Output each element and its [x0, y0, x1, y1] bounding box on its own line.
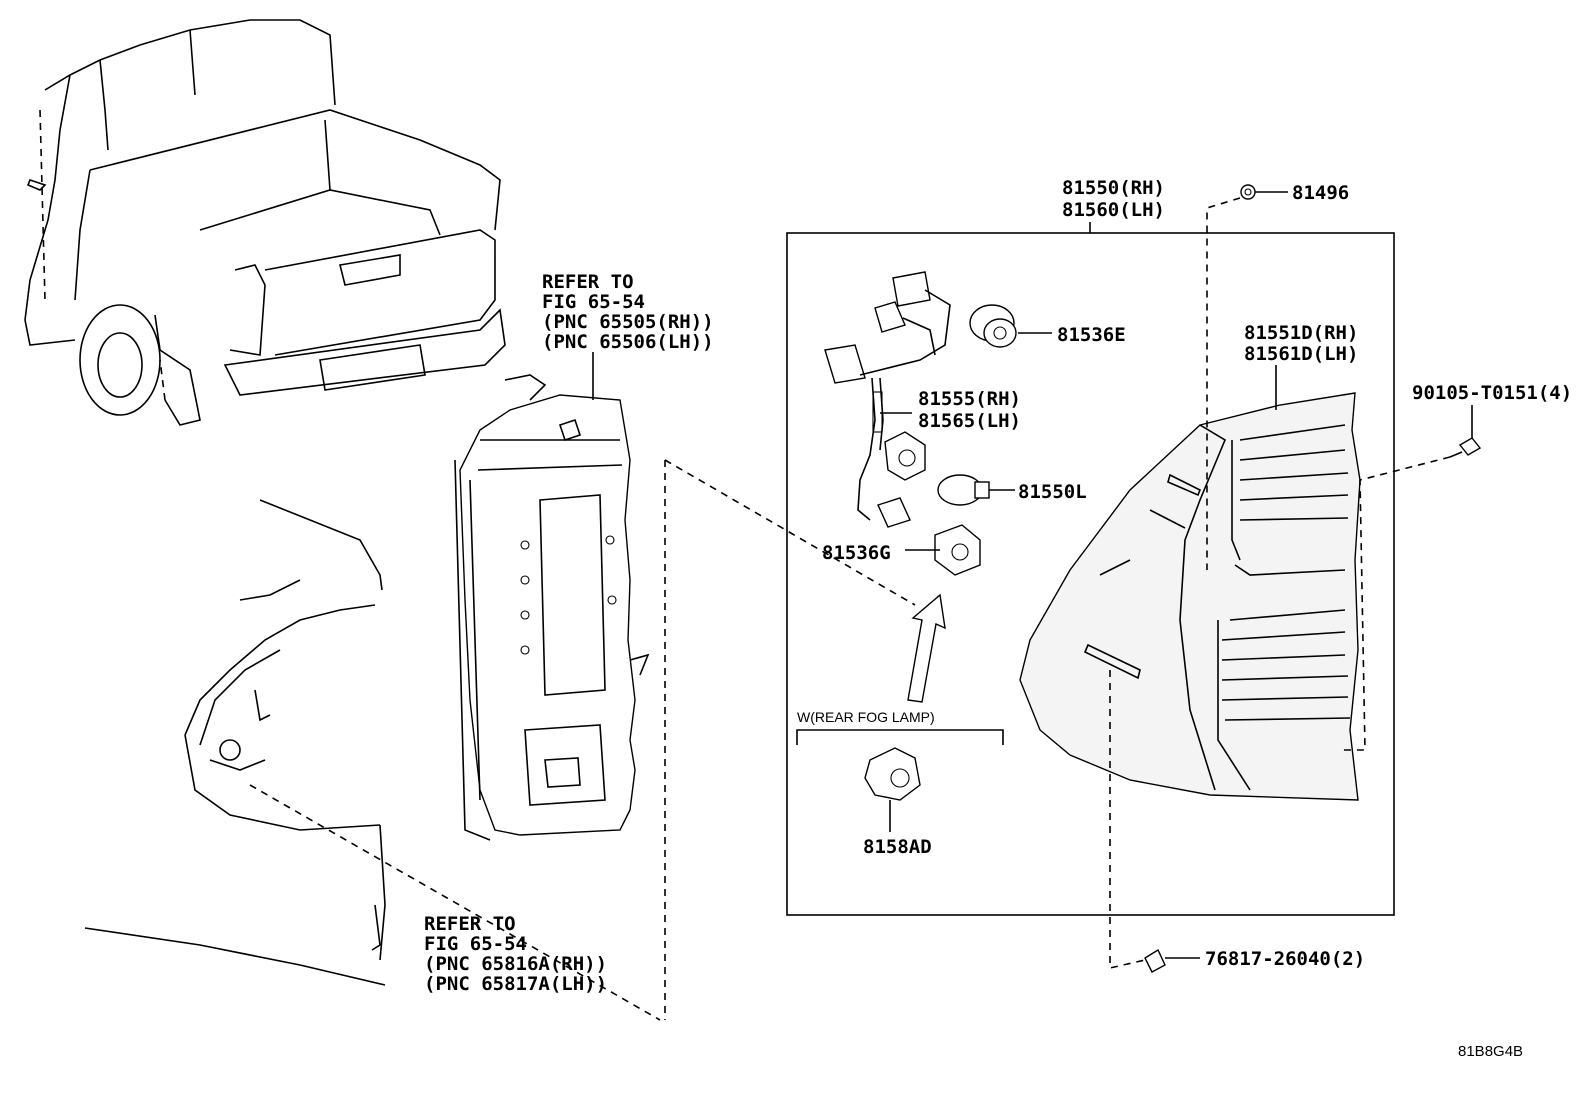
quarter-panel-illustration [84, 499, 661, 1021]
screw-illustration [1449, 437, 1482, 458]
refer-lower-line2: FIG 65-54 [424, 933, 527, 955]
wire-harness-illustration [824, 271, 951, 528]
assembly-rh-label: 81550(RH) [1062, 177, 1165, 199]
refer-upper-line2: FIG 65-54 [542, 291, 645, 313]
clip-label: 76817-26040(2) [1205, 948, 1365, 970]
wire-lh-label: 81565(LH) [918, 410, 1021, 432]
assembly-arrow [907, 593, 946, 703]
part-81536g-label: 81536G [822, 542, 891, 564]
fog-lamp-bracket [796, 729, 1004, 745]
dashed-guide-screw [1340, 456, 1451, 751]
bulb-socket-illustration [884, 431, 926, 481]
dashed-guide-81496 [1206, 197, 1241, 570]
clip-76817-illustration [1144, 948, 1166, 973]
pickup-truck-illustration [24, 19, 506, 426]
refer-lower-line3: (PNC 65816A(RH)) [424, 953, 607, 975]
refer-upper-line3: (PNC 65505(RH)) [542, 311, 714, 333]
fog-socket-label: 8158AD [863, 836, 932, 858]
socket-81536g-illustration [934, 524, 981, 576]
nut-81496-illustration [1240, 184, 1256, 200]
lens-lh-label: 81561D(LH) [1244, 343, 1358, 365]
dashed-guide-diagonal [664, 459, 916, 606]
bulb-81550l-illustration [937, 474, 990, 506]
fog-socket-illustration [864, 747, 921, 801]
refer-upper-line1: REFER TO [542, 271, 634, 293]
bulb-label: 81550L [1018, 481, 1087, 503]
lens-rh-label: 81551D(RH) [1244, 322, 1358, 344]
refer-lower-line4: (PNC 65817A(LH)) [424, 973, 607, 995]
refer-lower-line1: REFER TO [424, 913, 516, 935]
screw-label: 90105-T0151(4) [1412, 382, 1572, 404]
part-81496-label: 81496 [1292, 182, 1349, 204]
tail-lamp-lens-illustration [1019, 392, 1361, 801]
socket-81536e-illustration [969, 304, 1017, 348]
inner-panel-illustration [454, 374, 650, 841]
part-81536e-label: 81536E [1057, 324, 1126, 346]
wire-rh-label: 81555(RH) [918, 388, 1021, 410]
diagram-code: 81B8G4B [1458, 1043, 1523, 1060]
fog-lamp-note: W(REAR FOG LAMP) [797, 709, 935, 725]
refer-upper-line4: (PNC 65506(LH)) [542, 331, 714, 353]
assembly-lh-label: 81560(LH) [1062, 199, 1165, 221]
